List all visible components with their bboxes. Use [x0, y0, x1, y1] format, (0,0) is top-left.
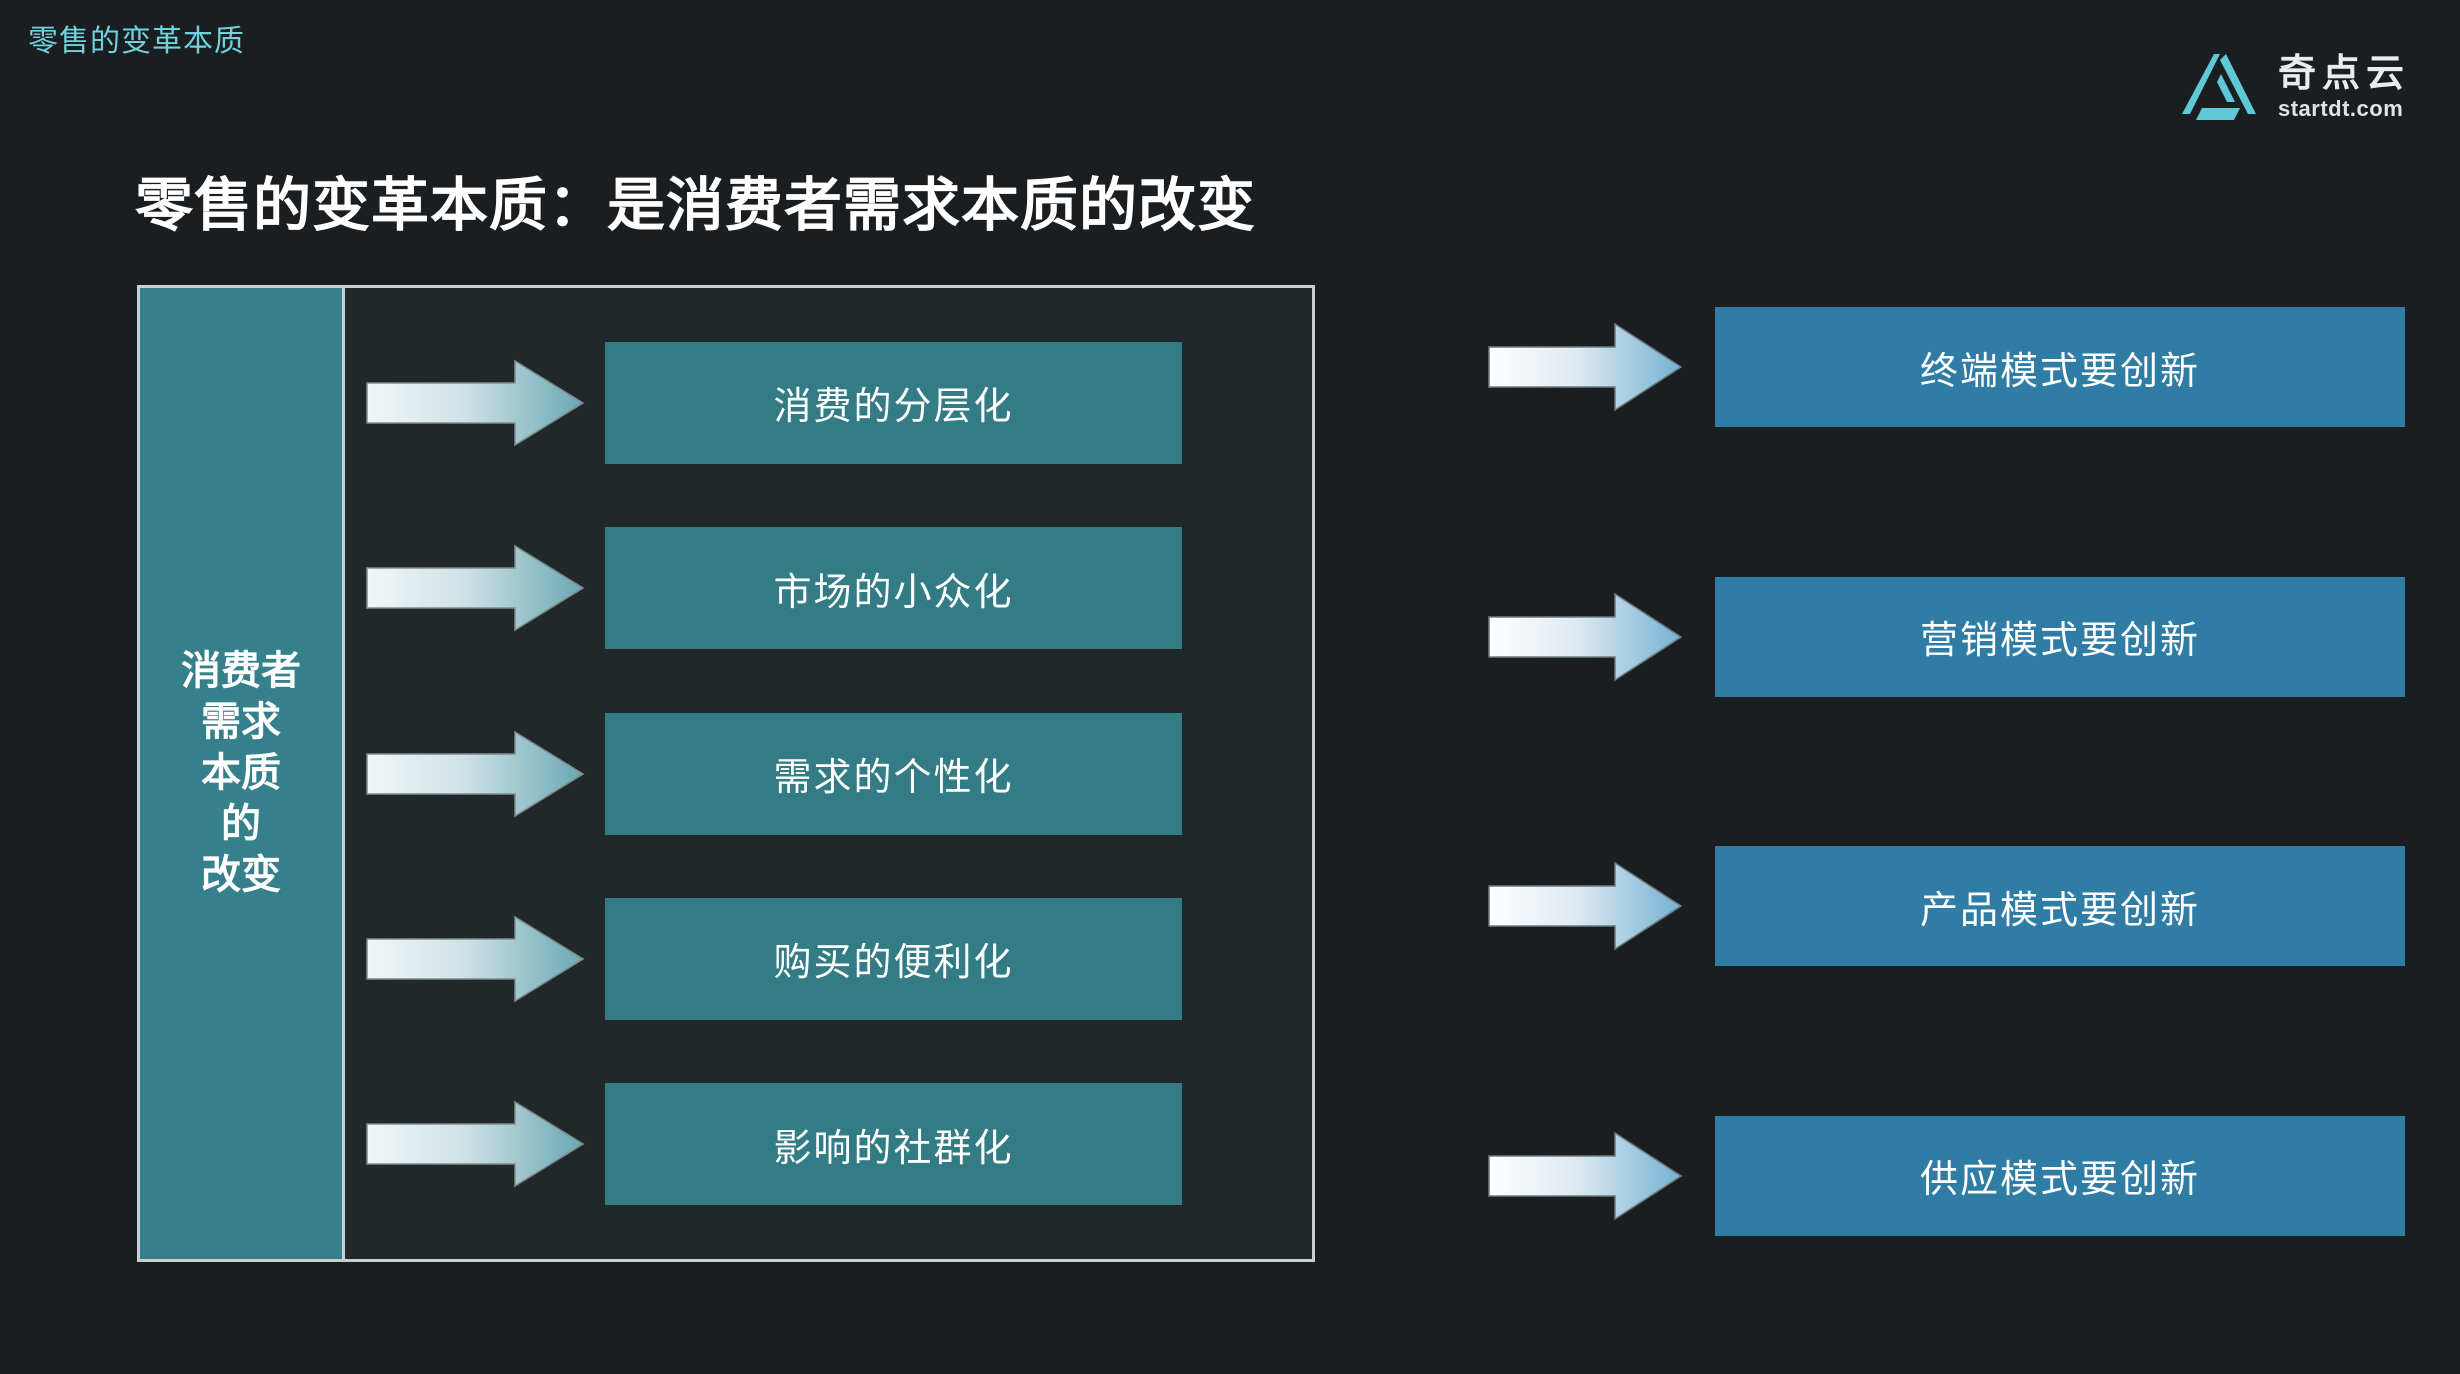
outcome-box[interactable]: 供应模式要创新: [1715, 1115, 2405, 1236]
right-arrow-icon: [1488, 861, 1683, 951]
driver-box-cell: 市场的小众化: [605, 527, 1312, 650]
outcome-row: 产品模式要创新: [1455, 846, 2405, 967]
startdt-triangle-logo-icon: [2181, 54, 2256, 120]
page-title: 零售的变革本质：是消费者需求本质的改变: [135, 173, 1257, 238]
outcome-arrow-cell: [1455, 591, 1715, 683]
driver-box[interactable]: 影响的社群化: [605, 1083, 1182, 1206]
right-arrow-icon: [366, 359, 585, 447]
outcome-rows: 终端模式要创新 营销模式要创新 产品模式要创新 供应模式要创新: [1455, 285, 2405, 1262]
right-arrow-icon: [366, 915, 585, 1003]
logo-company-name: 奇点云: [2277, 52, 2410, 95]
driver-rows: 消费的分层化 市场的小众化 需求的个性化: [345, 288, 1312, 1259]
driver-row: 影响的社群化: [345, 1052, 1312, 1237]
outcome-box[interactable]: 终端模式要创新: [1715, 307, 2405, 427]
right-arrow-icon: [1488, 1131, 1683, 1221]
left-cause-panel-label: 消费者 需求 本质 的 改变: [181, 648, 301, 898]
logo-domain: startdt.com: [2277, 95, 2404, 121]
right-arrow-icon: [1488, 592, 1683, 682]
driver-box-cell: 需求的个性化: [605, 712, 1312, 835]
outcome-box[interactable]: 营销模式要创新: [1715, 576, 2405, 697]
right-arrow-icon: [366, 544, 585, 632]
brand-logo: 奇点云 startdt.com: [2181, 52, 2410, 124]
outcome-arrow-cell: [1455, 321, 1715, 413]
driver-box[interactable]: 需求的个性化: [605, 712, 1182, 835]
driver-row: 消费的分层化: [345, 310, 1312, 495]
driver-box[interactable]: 购买的便利化: [605, 897, 1182, 1020]
driver-box-cell: 购买的便利化: [605, 897, 1312, 1020]
driver-box-cell: 消费的分层化: [605, 341, 1312, 464]
logo-text-block: 奇点云 startdt.com: [2277, 52, 2410, 121]
driver-box-cell: 影响的社群化: [605, 1083, 1312, 1206]
driver-row: 市场的小众化: [345, 495, 1312, 680]
outcome-row: 终端模式要创新: [1455, 307, 2405, 427]
driver-arrow-cell: [345, 1098, 605, 1190]
driver-arrow-cell: [345, 357, 605, 449]
driver-box[interactable]: 市场的小众化: [605, 527, 1182, 650]
right-arrow-icon: [366, 730, 585, 817]
outcome-arrow-cell: [1455, 860, 1715, 952]
left-cause-panel: 消费者 需求 本质 的 改变: [140, 288, 345, 1259]
outcome-row: 营销模式要创新: [1455, 576, 2405, 697]
diagram-frame: 消费者 需求 本质 的 改变 消费的分层化 市场的小众化: [137, 285, 1315, 1262]
outcome-box[interactable]: 产品模式要创新: [1715, 846, 2405, 967]
right-arrow-icon: [1488, 322, 1683, 412]
outcome-row: 供应模式要创新: [1455, 1115, 2405, 1236]
driver-row: 需求的个性化: [345, 681, 1312, 866]
slide-kicker: 零售的变革本质: [28, 25, 245, 58]
driver-arrow-cell: [345, 728, 605, 820]
driver-arrow-cell: [345, 542, 605, 634]
driver-box[interactable]: 消费的分层化: [605, 341, 1182, 464]
driver-row: 购买的便利化: [345, 866, 1312, 1051]
driver-arrow-cell: [345, 913, 605, 1005]
outcome-arrow-cell: [1455, 1130, 1715, 1222]
right-arrow-icon: [366, 1100, 585, 1188]
